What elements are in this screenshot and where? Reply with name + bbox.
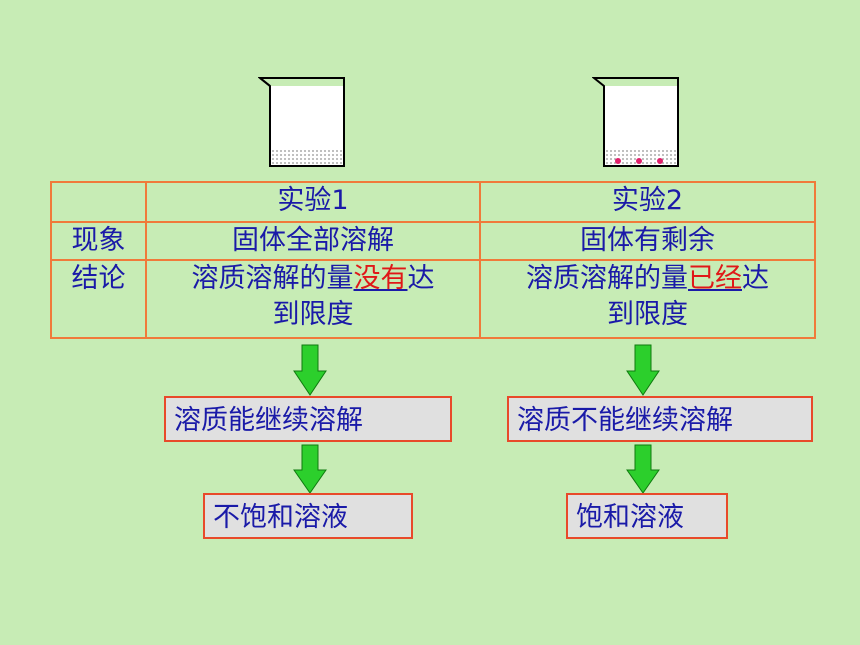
left-box-unsaturated-solution: 不饱和溶液 (203, 493, 413, 539)
conclusion-exp1: 溶质溶解的量没有达 到限度 (145, 259, 481, 339)
header-experiment-2: 实验2 (479, 181, 816, 223)
conclusion-exp2-suffix: 达 (742, 263, 769, 294)
conclusion-exp1-line2: 到限度 (272, 299, 354, 330)
right-box-saturated-solution: 饱和溶液 (566, 493, 728, 539)
experiment-table: 实验1 实验2 现象 固体全部溶解 固体有剩余 结论 溶质溶解的量没有达 到限度… (50, 181, 816, 339)
conclusion-exp2-line2: 到限度 (607, 299, 688, 330)
down-arrow-icon (626, 444, 660, 494)
conclusion-exp1-highlight: 没有 (353, 263, 408, 294)
table-row-conclusion: 结论 溶质溶解的量没有达 到限度 溶质溶解的量已经达 到限度 (50, 259, 816, 339)
conclusion-exp2-prefix: 溶质溶解的量 (526, 263, 688, 294)
down-arrow-icon (293, 344, 327, 396)
header-empty-cell (50, 181, 147, 223)
beaker-with-sediment-icon (592, 77, 679, 167)
conclusion-exp1-suffix: 达 (407, 263, 435, 294)
beaker-icon (258, 77, 345, 167)
left-box-solute-can-dissolve: 溶质能继续溶解 (164, 396, 452, 442)
conclusion-exp2-highlight: 已经 (688, 263, 742, 294)
down-arrow-icon (293, 444, 327, 494)
conclusion-exp2: 溶质溶解的量已经达 到限度 (479, 259, 816, 339)
phenomenon-exp2: 固体有剩余 (479, 221, 816, 261)
table-header-row: 实验1 实验2 (50, 181, 816, 223)
phenomenon-exp1: 固体全部溶解 (145, 221, 481, 261)
conclusion-exp1-prefix: 溶质溶解的量 (191, 263, 354, 294)
row-label-phenomenon: 现象 (50, 221, 147, 261)
row-label-conclusion: 结论 (50, 259, 147, 339)
right-box-solute-cannot-dissolve: 溶质不能继续溶解 (507, 396, 813, 442)
header-experiment-1: 实验1 (145, 181, 481, 223)
down-arrow-icon (626, 344, 660, 396)
table-row-phenomenon: 现象 固体全部溶解 固体有剩余 (50, 221, 816, 261)
